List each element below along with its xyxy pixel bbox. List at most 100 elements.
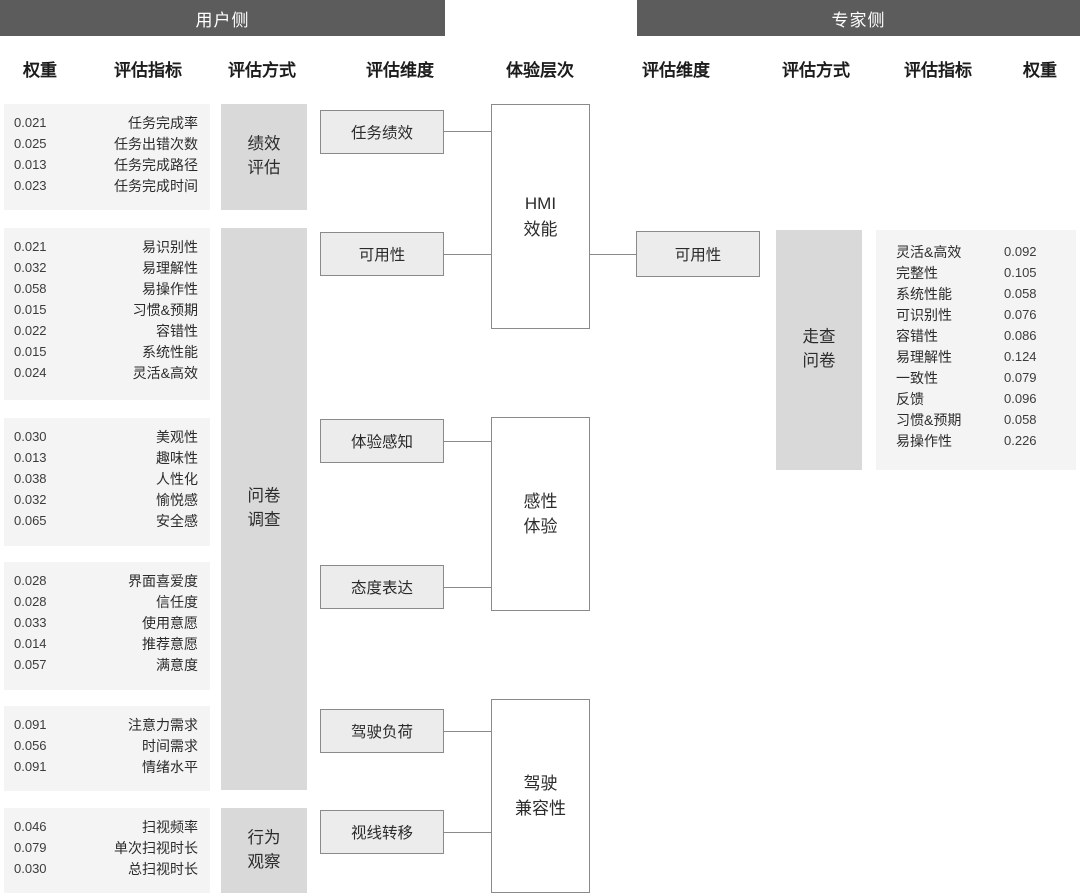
level-label-line2: 体验 <box>523 517 558 536</box>
connector-experience-perception <box>444 441 492 442</box>
method-block-questionnaire-survey: 问卷 调查 <box>221 228 307 790</box>
dimension-box-usability[interactable]: 可用性 <box>320 232 444 276</box>
indicator-row: 0.033 使用意愿 <box>14 612 198 633</box>
banner-user-side: 用户侧 <box>0 0 445 36</box>
connector-gaze-transfer <box>444 832 492 833</box>
indicator-card-attitude-expression: 0.028 界面喜爱度 0.028 信任度 0.033 使用意愿 0.014 推… <box>4 562 210 690</box>
level-box-hmi-efficiency[interactable]: HMI 效能 <box>491 104 590 329</box>
indicator-label: 反馈 <box>896 390 924 407</box>
indicator-label: 易识别性 <box>142 238 198 255</box>
indicator-row: 0.065 安全感 <box>14 510 198 531</box>
indicator-weight: 0.021 <box>14 239 47 254</box>
method-block-walkthrough-questionnaire: 走查 问卷 <box>776 230 862 470</box>
indicator-weight: 0.030 <box>14 429 47 444</box>
indicator-row: 0.124 易理解性 <box>896 346 1064 367</box>
indicator-weight: 0.013 <box>14 450 47 465</box>
banner-expert-side-label: 专家侧 <box>831 10 886 30</box>
indicator-weight: 0.079 <box>14 840 47 855</box>
dimension-box-task-performance[interactable]: 任务绩效 <box>320 110 444 154</box>
indicator-weight: 0.030 <box>14 861 47 876</box>
indicator-label: 界面喜爱度 <box>128 572 198 589</box>
indicator-row: 0.021 易识别性 <box>14 236 198 257</box>
indicator-label: 信任度 <box>156 593 198 610</box>
indicator-row: 0.015 习惯&预期 <box>14 299 198 320</box>
indicator-card-usability: 0.021 易识别性 0.032 易理解性 0.058 易操作性 0.015 习… <box>4 228 210 400</box>
indicator-row: 0.091 情绪水平 <box>14 756 198 777</box>
banner-expert-side: 专家侧 <box>637 0 1080 36</box>
indicator-label: 容错性 <box>896 327 938 344</box>
dimension-box-attitude-expression[interactable]: 态度表达 <box>320 565 444 609</box>
connector-attitude-expression <box>444 587 492 588</box>
dimension-box-expert-usability[interactable]: 可用性 <box>636 231 760 277</box>
indicator-row: 0.038 人性化 <box>14 468 198 489</box>
indicator-row: 0.079 单次扫视时长 <box>14 837 198 858</box>
indicator-weight: 0.015 <box>14 302 47 317</box>
dimension-box-driving-load[interactable]: 驾驶负荷 <box>320 709 444 753</box>
indicator-weight: 0.091 <box>14 759 47 774</box>
indicator-weight: 0.023 <box>14 178 47 193</box>
indicator-row: 0.079 一致性 <box>896 367 1064 388</box>
indicator-row: 0.028 界面喜爱度 <box>14 570 198 591</box>
dimension-box-experience-perception[interactable]: 体验感知 <box>320 419 444 463</box>
level-label-line1: 感性 <box>523 491 558 511</box>
dimension-box-gaze-transfer[interactable]: 视线转移 <box>320 810 444 854</box>
indicator-weight: 0.058 <box>14 281 47 296</box>
method-label-line1: 行为 <box>247 828 281 847</box>
indicator-row: 0.028 信任度 <box>14 591 198 612</box>
indicator-row: 0.092 灵活&高效 <box>896 241 1064 262</box>
indicator-row: 0.032 易理解性 <box>14 257 198 278</box>
indicator-label: 美观性 <box>156 428 198 445</box>
indicator-card-glance-transfer: 0.046 扫视频率 0.079 单次扫视时长 0.030 总扫视时长 <box>4 808 210 893</box>
indicator-weight: 0.038 <box>14 471 47 486</box>
indicator-label: 扫视频率 <box>142 818 198 835</box>
level-box-perceptual-experience[interactable]: 感性 体验 <box>491 417 590 611</box>
level-label-line1: HMI <box>524 194 557 213</box>
indicator-row: 0.014 推荐意愿 <box>14 633 198 654</box>
indicator-row: 0.058 习惯&预期 <box>896 409 1064 430</box>
indicator-weight: 0.092 <box>1004 244 1037 259</box>
column-header-weight-left: 权重 <box>23 60 57 80</box>
column-header-dimension-right: 评估维度 <box>642 60 710 80</box>
indicator-weight: 0.086 <box>1004 328 1037 343</box>
indicator-weight: 0.056 <box>14 738 47 753</box>
indicator-weight: 0.124 <box>1004 349 1037 364</box>
indicator-label: 单次扫视时长 <box>114 839 198 856</box>
indicator-row: 0.076 可识别性 <box>896 304 1064 325</box>
method-label-line2: 问卷 <box>802 352 836 370</box>
banner-user-side-label: 用户侧 <box>195 10 250 30</box>
indicator-row: 0.226 易操作性 <box>896 430 1064 451</box>
indicator-label: 人性化 <box>156 470 198 487</box>
dimension-label: 视线转移 <box>350 825 413 842</box>
indicator-weight: 0.014 <box>14 636 47 651</box>
indicator-weight: 0.021 <box>14 115 47 130</box>
level-box-driving-compatibility[interactable]: 驾驶 兼容性 <box>491 699 590 893</box>
dimension-label: 驾驶负荷 <box>350 724 413 741</box>
indicator-label: 任务完成时间 <box>114 177 198 194</box>
column-header-indicator-left: 评估指标 <box>114 60 182 80</box>
method-label-line2: 观察 <box>247 852 281 871</box>
indicator-label: 灵活&高效 <box>896 243 962 260</box>
indicator-row: 0.013 任务完成路径 <box>14 154 198 175</box>
indicator-row: 0.105 完整性 <box>896 262 1064 283</box>
indicator-label: 易理解性 <box>896 348 952 365</box>
column-header-level: 体验层次 <box>506 60 574 80</box>
level-label-line2: 兼容性 <box>515 799 566 818</box>
indicator-label: 易理解性 <box>142 259 198 276</box>
indicator-card-walkthrough: 0.092 灵活&高效 0.105 完整性 0.058 系统性能 0.076 可… <box>876 230 1076 470</box>
column-header-weight-right: 权重 <box>1023 60 1057 80</box>
indicator-label: 愉悦感 <box>156 491 198 508</box>
dimension-label: 体验感知 <box>350 434 413 451</box>
indicator-label: 系统性能 <box>896 285 952 302</box>
column-header-indicator-right: 评估指标 <box>904 60 972 80</box>
indicator-label: 容错性 <box>156 322 198 339</box>
connector-hmi-to-expert-usability <box>589 254 637 255</box>
indicator-row: 0.086 容错性 <box>896 325 1064 346</box>
indicator-label: 系统性能 <box>142 343 198 360</box>
column-header-dimension-left: 评估维度 <box>366 60 434 80</box>
indicator-row: 0.057 满意度 <box>14 654 198 675</box>
connector-task-performance <box>444 131 492 132</box>
indicator-label: 使用意愿 <box>142 614 198 631</box>
indicator-row: 0.030 总扫视时长 <box>14 858 198 879</box>
indicator-label: 灵活&高效 <box>132 364 198 381</box>
